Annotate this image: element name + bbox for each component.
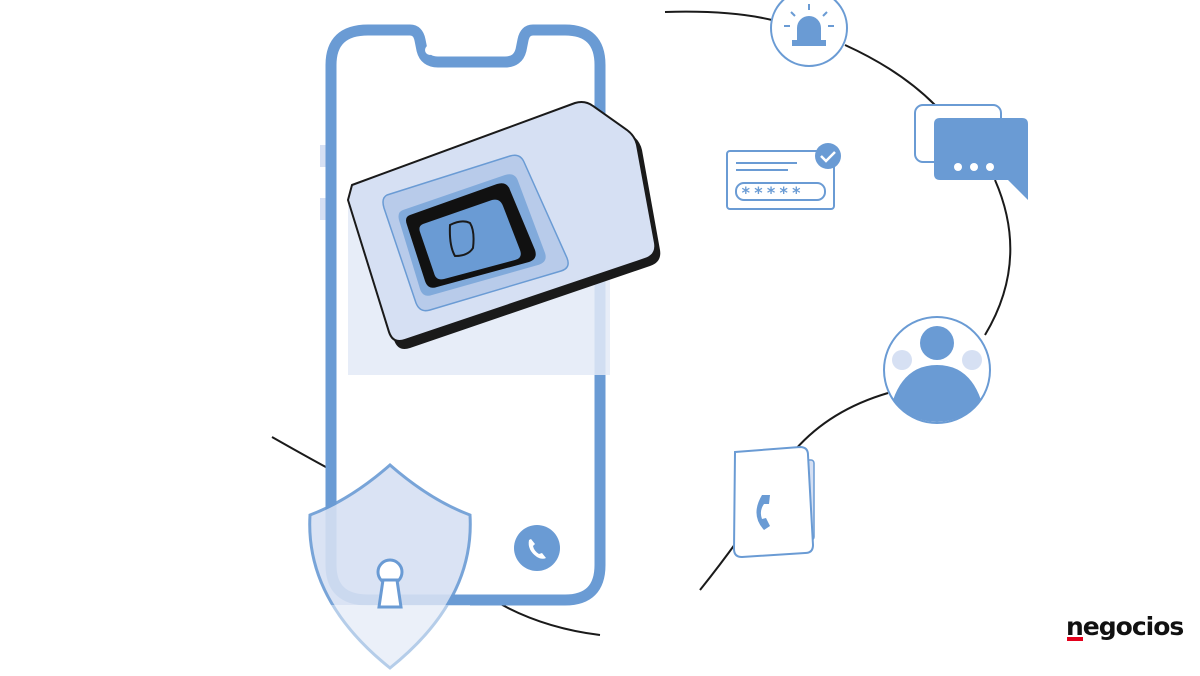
password-card: *****	[726, 143, 841, 210]
alarm-icon	[770, 0, 848, 67]
check-icon	[815, 143, 841, 169]
logo-text: negocios	[1066, 612, 1184, 641]
sim-card	[346, 101, 661, 375]
logo-accent-bar	[1067, 637, 1083, 641]
call-button-icon	[514, 525, 560, 571]
shield-lock-icon	[308, 463, 472, 670]
negocios-logo[interactable]: negocios	[1066, 612, 1184, 641]
contacts-avatar-icon	[883, 316, 991, 424]
password-mask: *****	[741, 183, 804, 202]
phonebook-icon	[732, 445, 815, 559]
chat-icon	[914, 104, 1028, 200]
camera-icon	[425, 45, 435, 55]
